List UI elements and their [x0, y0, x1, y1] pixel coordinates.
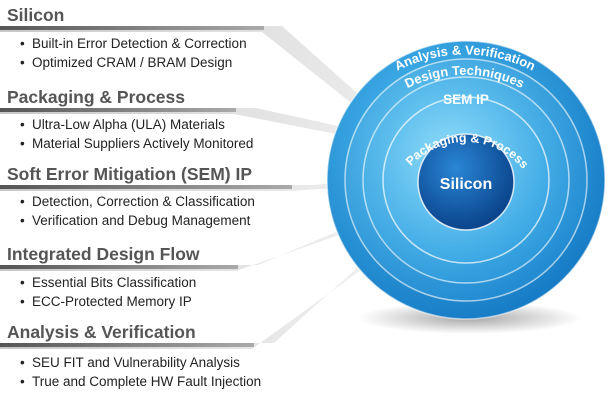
bullet-dot-icon: • [20, 275, 25, 290]
section-title: Silicon [7, 5, 65, 25]
bullet-dot-icon: • [20, 136, 25, 151]
list-item: •Material Suppliers Actively Monitored [20, 136, 254, 151]
ring-label-sem: SEM IP [443, 92, 489, 107]
core-silicon [417, 133, 515, 231]
bullet-dot-icon: • [20, 355, 25, 370]
bullet-dot-icon: • [20, 55, 25, 70]
list-item: •Verification and Debug Management [20, 213, 251, 228]
section-title: Packaging & Process [7, 87, 185, 107]
section-title: Soft Error Mitigation (SEM) IP [7, 164, 252, 184]
bullet-list: •Detection, Correction & Classification … [0, 192, 255, 230]
bullet-list: •Essential Bits Classification •ECC-Prot… [0, 273, 196, 311]
section-divider [0, 343, 254, 347]
bullet-list: •SEU FIT and Vulnerability Analysis •Tru… [0, 353, 261, 391]
section-divider [0, 265, 238, 269]
bullet-dot-icon: • [20, 194, 25, 209]
bullet-dot-icon: • [20, 117, 25, 132]
list-item: •SEU FIT and Vulnerability Analysis [20, 355, 240, 370]
section-title: Analysis & Verification [7, 322, 196, 342]
bullet-dot-icon: • [20, 213, 25, 228]
section-title: Integrated Design Flow [7, 244, 200, 264]
bullet-dot-icon: • [20, 294, 25, 309]
list-item: •Built-in Error Detection & Correction [20, 36, 247, 51]
section-divider [0, 185, 292, 189]
bullet-list: •Ultra-Low Alpha (ULA) Materials •Materi… [0, 115, 253, 153]
section-divider [0, 108, 236, 112]
ring-4-border [326, 40, 606, 320]
list-item: •Ultra-Low Alpha (ULA) Materials [20, 117, 225, 132]
list-item: •Essential Bits Classification [20, 275, 197, 290]
list-item: •Detection, Correction & Classification [20, 194, 255, 209]
bullet-dot-icon: • [20, 36, 25, 51]
core-label: Silicon [440, 176, 492, 193]
list-item: •True and Complete HW Fault Injection [20, 374, 262, 389]
bullet-dot-icon: • [20, 374, 25, 389]
section-divider [0, 26, 264, 30]
bullet-list: •Built-in Error Detection & Correction •… [0, 34, 247, 72]
list-item: •ECC-Protected Memory IP [20, 294, 192, 309]
list-item: •Optimized CRAM / BRAM Design [20, 55, 233, 70]
